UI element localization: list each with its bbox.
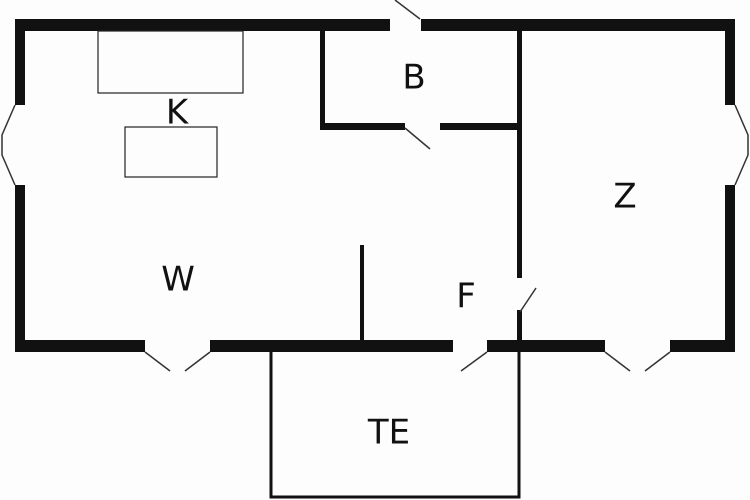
bathroom-wall-bottom-b [440, 123, 520, 130]
room-label-terrace: TE [367, 413, 410, 453]
right-wall-top [725, 19, 735, 105]
outer-walls [15, 19, 735, 352]
bathroom-door-swing [404, 127, 431, 150]
openings [1, 0, 749, 372]
top-wall-left [15, 19, 390, 31]
bathroom-wall-left [320, 31, 325, 130]
entrance-door-swing [394, 0, 421, 20]
kitchen-table [124, 126, 218, 178]
room-label-kitchen: K [166, 93, 190, 133]
left-wall-top [15, 19, 25, 105]
kitchen-counter [97, 30, 244, 94]
right-wall-bottom [725, 185, 735, 352]
bathroom-wall-bottom-a [320, 123, 405, 130]
right-window [734, 104, 749, 186]
bedroom-window-left [604, 351, 631, 372]
room-label-hall: F [456, 277, 476, 317]
terrace-outline [269, 352, 521, 499]
bottom-wall-3 [487, 340, 605, 352]
bedroom-window-right [644, 351, 671, 372]
room-label-bedroom: Z [613, 177, 636, 217]
bedroom-door-swing [519, 287, 537, 313]
living-window-left [144, 351, 171, 372]
bottom-wall-2 [210, 340, 453, 352]
left-wall-bottom [15, 185, 25, 352]
bottom-wall-4 [670, 340, 735, 352]
furniture [97, 30, 244, 178]
bedroom-wall-upper [517, 31, 522, 278]
living-window-right [184, 351, 211, 372]
top-wall-right [421, 19, 735, 31]
room-label-living: W [161, 260, 195, 300]
terrace-door-swing [460, 351, 488, 372]
bedroom-wall-lower [517, 310, 522, 352]
bottom-wall-1 [15, 340, 145, 352]
left-window [1, 104, 16, 186]
living-partition [360, 245, 364, 342]
room-label-bathroom: B [402, 58, 425, 98]
inner-walls [320, 31, 522, 352]
